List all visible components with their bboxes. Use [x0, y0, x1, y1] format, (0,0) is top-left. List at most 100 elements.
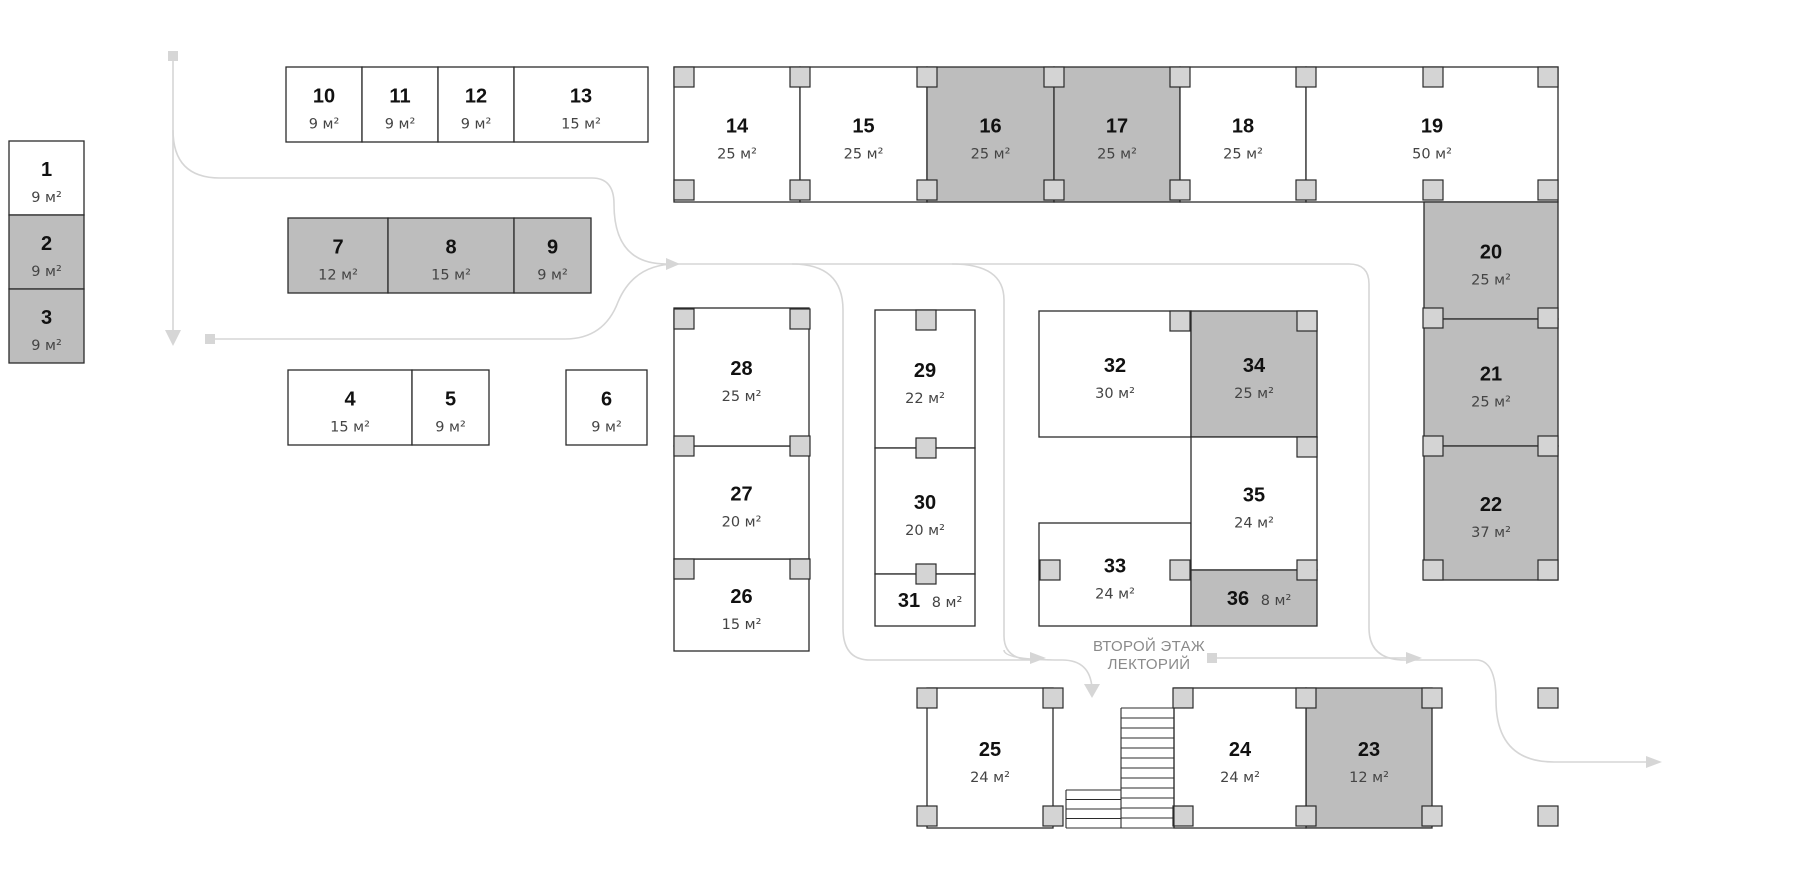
unit-4-box — [287, 369, 413, 446]
unit-25-number: 25 — [979, 739, 1001, 761]
unit-35-number: 35 — [1243, 485, 1265, 507]
unit-6[interactable]: 69 м² — [565, 369, 648, 446]
pillar — [1043, 66, 1065, 88]
pillar — [673, 435, 695, 457]
unit-32-box — [1038, 310, 1192, 438]
pillars-layer — [673, 66, 1559, 827]
unit-15-number: 15 — [852, 116, 874, 138]
unit-5[interactable]: 59 м² — [411, 369, 490, 446]
pillar — [1296, 436, 1318, 458]
pillar — [1169, 559, 1191, 581]
unit-26-area: 15 м² — [722, 617, 762, 633]
unit-21-area: 25 м² — [1471, 395, 1511, 411]
unit-20-area: 25 м² — [1471, 273, 1511, 289]
unit-1-number: 1 — [41, 159, 52, 181]
unit-14-area: 25 м² — [717, 147, 757, 163]
unit-11[interactable]: 119 м² — [361, 66, 439, 143]
walkway-path — [1003, 649, 1093, 689]
unit-21-number: 21 — [1480, 364, 1502, 386]
arrow-icon — [1406, 652, 1422, 664]
pillar — [916, 66, 938, 88]
unit-2-area: 9 м² — [31, 264, 62, 280]
unit-2[interactable]: 29 м² — [8, 214, 85, 290]
unit-10-area: 9 м² — [309, 117, 340, 133]
unit-10-box — [285, 66, 363, 143]
path-start-marker — [205, 334, 215, 344]
pillar — [1039, 559, 1061, 581]
pillar — [1537, 559, 1559, 581]
unit-17-area: 25 м² — [1097, 147, 1137, 163]
unit-3[interactable]: 39 м² — [8, 288, 85, 364]
pillar — [789, 558, 811, 580]
unit-7-area: 12 м² — [318, 268, 358, 284]
unit-4-area: 15 м² — [330, 420, 370, 436]
unit-27-number: 27 — [730, 484, 752, 506]
unit-28-number: 28 — [730, 358, 752, 380]
unit-21[interactable]: 21 25 м² — [1423, 318, 1559, 447]
walkway-path — [666, 263, 1648, 763]
unit-32-number: 32 — [1104, 355, 1126, 377]
path-start-marker — [168, 51, 178, 61]
pillar — [1537, 805, 1559, 827]
unit-8-number: 8 — [445, 237, 456, 259]
unit-36-area: 8 м² — [1261, 593, 1292, 609]
unit-31-area: 8 м² — [932, 595, 963, 611]
pillar — [915, 563, 937, 585]
unit-25-box — [926, 687, 1054, 829]
unit-9-box — [513, 217, 592, 294]
unit-9[interactable]: 99 м² — [513, 217, 592, 294]
pillar — [1043, 179, 1065, 201]
unit-29-box — [874, 309, 976, 449]
unit-6-box — [565, 369, 648, 446]
unit-8-box — [387, 217, 515, 294]
unit-33-number: 33 — [1104, 556, 1126, 578]
unit-21-box — [1423, 318, 1559, 447]
unit-12[interactable]: 129 м² — [437, 66, 515, 143]
unit-16-box — [926, 66, 1055, 203]
unit-27-box — [673, 445, 810, 560]
arrow-icon — [1084, 684, 1100, 698]
unit-7[interactable]: 712 м² — [287, 217, 389, 294]
unit-1-box — [8, 140, 85, 216]
unit-5-number: 5 — [445, 389, 456, 411]
pillar — [789, 308, 811, 330]
pillar — [1537, 307, 1559, 329]
pillar — [1422, 435, 1444, 457]
unit-18-number: 18 — [1232, 116, 1254, 138]
path-start-marker — [1207, 653, 1217, 663]
pillar — [1295, 179, 1317, 201]
unit-4[interactable]: 415 м² — [287, 369, 413, 446]
unit-8[interactable]: 815 м² — [387, 217, 515, 294]
unit-1[interactable]: 1 9 м² — [8, 140, 85, 216]
unit-17-box — [1053, 66, 1181, 203]
pillar — [1421, 687, 1443, 709]
pillar — [673, 66, 695, 88]
unit-10[interactable]: 109 м² — [285, 66, 363, 143]
unit-20-box — [1423, 201, 1559, 320]
staircase — [1065, 707, 1175, 829]
unit-1-area: 9 м² — [31, 190, 62, 206]
unit-14-box — [673, 66, 801, 203]
arrow-icon — [1646, 756, 1662, 768]
pillar — [1172, 687, 1194, 709]
